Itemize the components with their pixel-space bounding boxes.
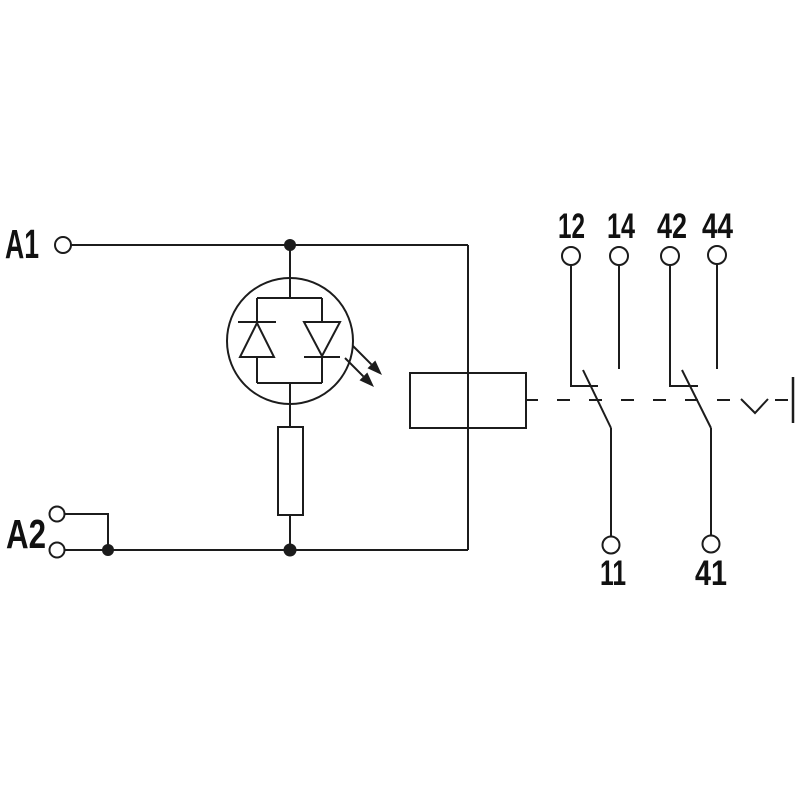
changeover-contact-2: 42 44 41 <box>657 207 733 593</box>
terminal-44-circle <box>707 245 727 265</box>
terminal-42-lead <box>669 265 698 387</box>
junction-dot-bottom <box>283 543 297 557</box>
protection-diode-triangle <box>238 320 276 358</box>
terminal-a1: A1 <box>5 221 72 267</box>
led-indicator-icon <box>226 245 382 405</box>
contact-2-arm <box>681 369 712 429</box>
coil-input-circuit: A1 <box>5 221 527 559</box>
relay-coil-icon <box>409 245 527 550</box>
led-emission-arrows-icon <box>344 345 382 387</box>
terminal-12-circle <box>561 246 581 266</box>
led-diode-triangle <box>302 321 342 359</box>
terminal-41-label: 41 <box>695 554 727 593</box>
series-resistor-icon <box>277 404 304 550</box>
terminal-42-label: 42 <box>657 207 687 246</box>
terminal-42-circle <box>660 246 680 266</box>
terminal-14-label: 14 <box>607 207 635 246</box>
resistor-body <box>277 426 304 516</box>
terminal-44-label: 44 <box>702 207 733 246</box>
changeover-contact-1: 12 14 11 <box>558 207 635 593</box>
terminal-11-label: 11 <box>600 554 626 593</box>
terminal-a1-circle <box>54 236 72 254</box>
contact-1-arm <box>582 369 612 429</box>
terminal-a2-upper-circle <box>48 505 66 523</box>
terminal-a2-lower-circle <box>48 541 66 559</box>
terminal-12-lead <box>570 265 598 387</box>
junction-dot-a2 <box>102 544 114 556</box>
terminal-14-circle <box>609 246 629 266</box>
terminal-41-circle <box>701 534 721 554</box>
terminal-a2: A2 <box>6 505 109 559</box>
terminal-a1-label: A1 <box>5 221 39 267</box>
terminal-11-circle <box>601 535 621 555</box>
protection-diode-icon <box>238 298 276 383</box>
mechanical-link <box>526 377 795 423</box>
led-diode-icon <box>302 298 342 383</box>
terminal-a2-bridge-wire <box>64 513 109 550</box>
terminal-12-label: 12 <box>558 207 585 246</box>
actuator-v-icon <box>740 398 769 415</box>
terminal-a2-label: A2 <box>6 511 46 557</box>
